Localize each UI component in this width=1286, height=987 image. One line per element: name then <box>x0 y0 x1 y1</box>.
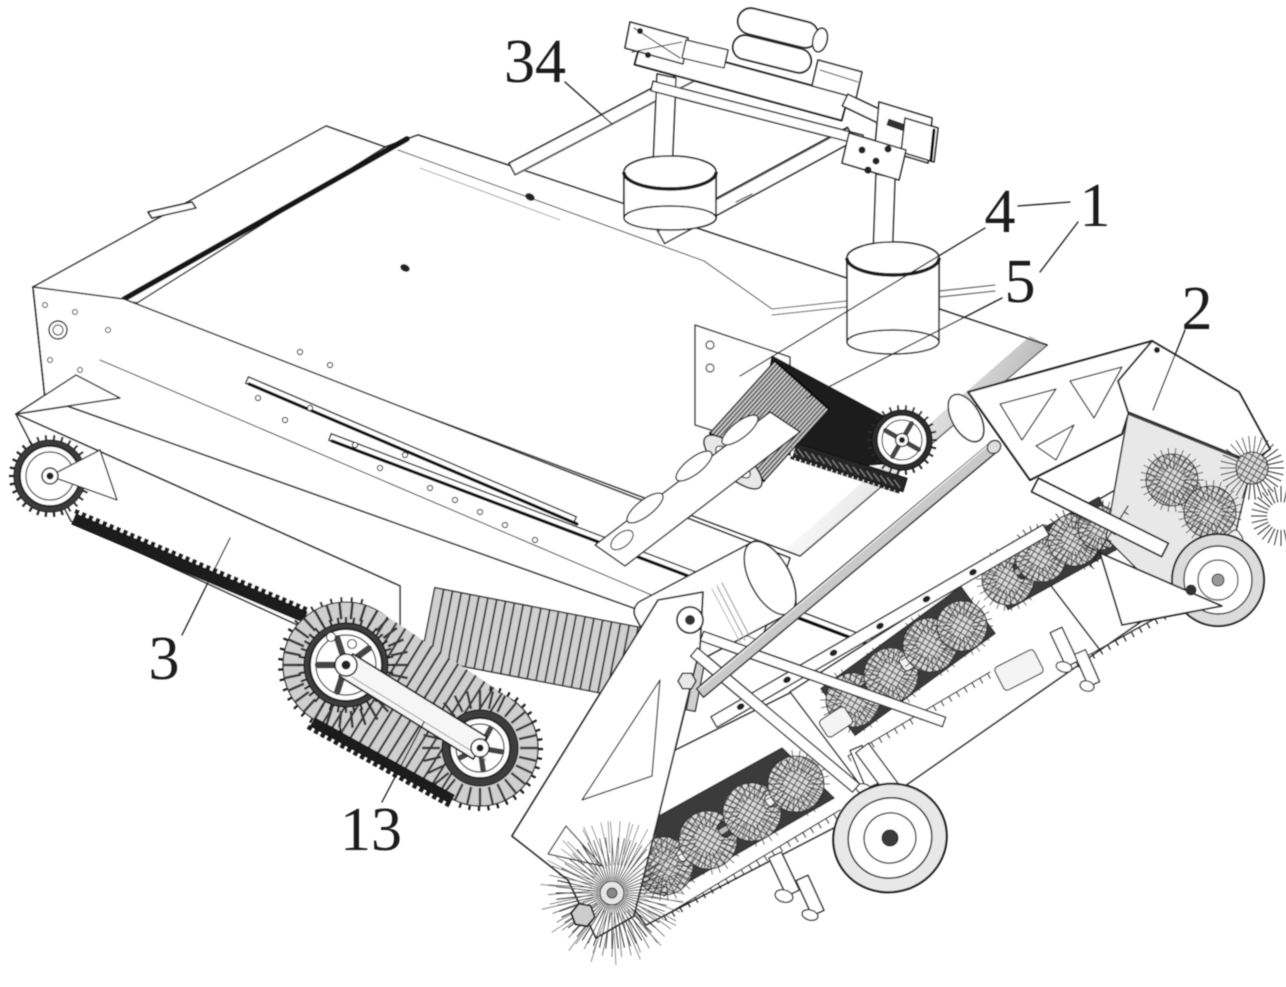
svg-text:4: 4 <box>985 178 1016 246</box>
svg-text:34: 34 <box>504 28 566 96</box>
svg-text:13: 13 <box>340 796 402 864</box>
svg-text:5: 5 <box>1005 248 1036 316</box>
svg-text:3: 3 <box>149 625 180 693</box>
svg-text:2: 2 <box>1182 275 1213 343</box>
svg-text:1: 1 <box>1080 172 1111 240</box>
